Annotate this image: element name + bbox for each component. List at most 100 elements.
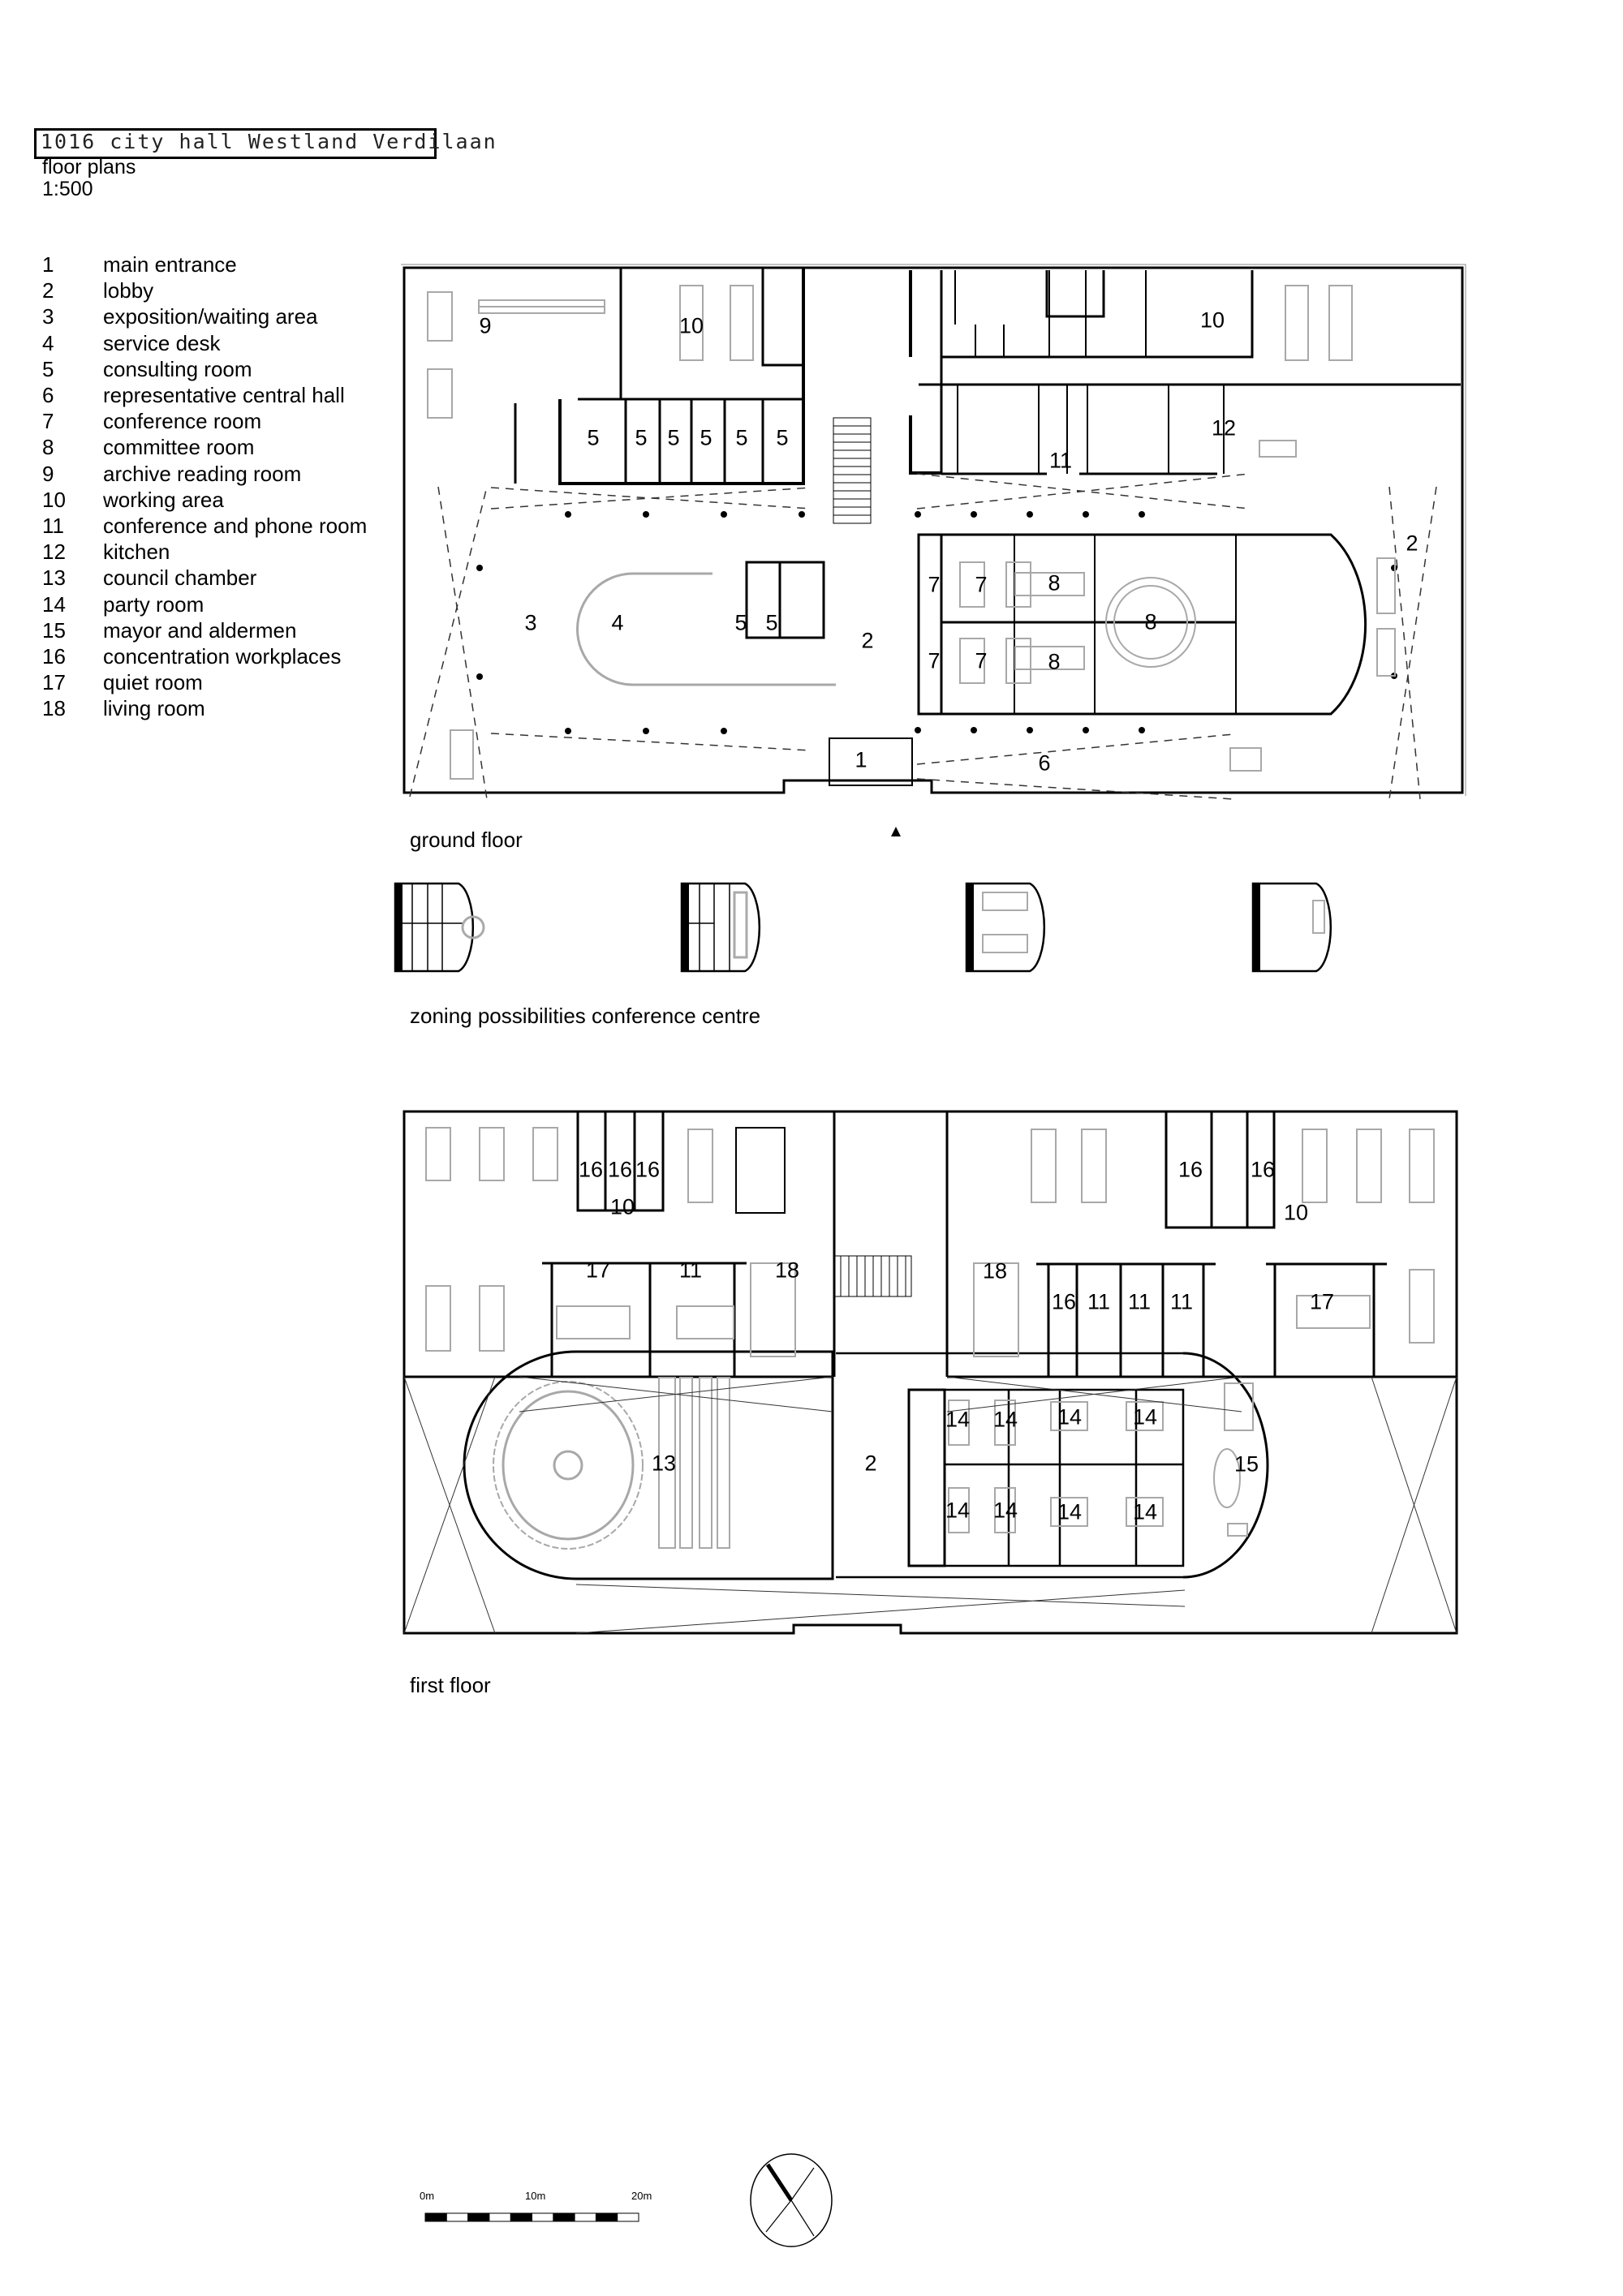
legend-number: 3 [42,304,54,329]
legend-item: 12 kitchen [42,539,367,565]
legend-number: 8 [42,435,54,460]
first-floor-caption: first floor [410,1673,491,1697]
room-number-label: 14 [945,1407,971,1432]
sheet-subtitle: floor plans [42,156,136,178]
room-number-label: 6 [1038,750,1051,776]
drawing-scale: 1:500 [42,178,93,200]
room-number-label: 5 [734,610,747,635]
room-number-label: 11 [1087,1289,1111,1314]
legend-item: 13 council chamber [42,565,367,591]
legend-item: 15 mayor and aldermen [42,617,367,643]
room-number-label: 14 [945,1498,971,1523]
room-number-label: 14 [1132,1404,1158,1430]
entrance-arrow-icon [891,827,901,836]
room-number-label: 16 [1250,1157,1276,1182]
legend-item: 9 archive reading room [42,461,367,487]
scale-label-20: 20m [631,2190,652,2202]
room-number-label: 14 [1132,1499,1158,1524]
legend-number: 12 [42,540,66,565]
room-number-label: 18 [774,1258,800,1283]
legend-number: 18 [42,696,66,721]
legend-label: mayor and aldermen [103,617,297,643]
room-number-label: 5 [776,425,789,450]
legend-item: 7 conference room [42,408,367,434]
legend-label: service desk [103,330,221,355]
legend-number: 10 [42,487,66,512]
room-number-label: 9 [479,313,492,338]
room-number-label: 17 [1309,1289,1335,1314]
legend-label: consulting room [103,356,252,381]
room-number-label: 14 [1057,1404,1083,1430]
room-number-label: 16 [1051,1289,1077,1314]
legend-label: council chamber [103,565,257,591]
zoning-variant-1 [394,882,485,973]
legend-number: 7 [42,409,54,434]
room-number-label: 17 [585,1258,611,1283]
room-number-label: 8 [1144,609,1157,634]
room-number-label: 12 [1211,415,1237,441]
legend-label: conference room [103,409,262,434]
zoning-caption: zoning possibilities conference centre [410,1004,761,1028]
room-number-label: 1 [855,747,867,772]
legend-number: 15 [42,617,66,643]
legend-item: 6 representative central hall [42,382,367,408]
room-number-label: 16 [635,1157,661,1182]
zoning-variant-3 [965,882,1046,973]
first-floor-plan [403,1110,1458,1635]
legend-label: kitchen [103,540,170,565]
north-arrow-icon [750,2153,833,2247]
legend-label: working area [103,487,224,512]
room-number-label: 5 [587,425,600,450]
legend-label: representative central hall [103,383,345,408]
room-number-label: 11 [678,1258,703,1283]
room-number-label: 5 [735,425,748,450]
legend-label: living room [103,696,205,721]
legend-number: 5 [42,356,54,381]
sheet-title: 1016 city hall Westland Verdilaan [41,130,497,153]
room-number-label: 5 [700,425,712,450]
legend-number: 9 [42,461,54,486]
room-number-label: 5 [765,610,778,635]
scale-label-0: 0m [420,2190,435,2202]
legend-label: archive reading room [103,461,302,486]
room-number-label: 4 [611,610,624,635]
room-number-label: 2 [861,628,874,653]
room-number-label: 5 [667,425,680,450]
room-number-label: 5 [635,425,648,450]
room-number-label: 16 [578,1157,604,1182]
ground-floor-caption: ground floor [410,828,523,852]
zoning-variant-2 [680,882,761,973]
legend-number: 11 [42,514,64,539]
legend-label: committee room [103,435,255,460]
room-number-label: 11 [1127,1289,1152,1314]
legend-number: 6 [42,383,54,408]
legend-label: party room [103,591,204,617]
legend-number: 16 [42,644,66,669]
room-number-label: 10 [1283,1200,1309,1225]
room-number-label: 11 [1048,448,1073,473]
legend-number: 1 [42,252,54,277]
room-number-label: 13 [651,1451,677,1476]
room-number-label: 11 [1169,1289,1194,1314]
legend-number: 14 [42,591,66,617]
room-number-label: 10 [1199,307,1225,333]
legend-item: 10 working area [42,487,367,513]
room-number-label: 7 [928,648,941,673]
conference-zoning-diagrams [394,882,1332,973]
room-number-label: 15 [1233,1451,1259,1477]
room-number-label: 18 [982,1258,1008,1283]
room-number-label: 8 [1048,649,1061,674]
room-number-label: 3 [524,610,537,635]
legend-item: 3 exposition/waiting area [42,303,367,329]
legend-label: exposition/waiting area [103,304,318,329]
legend-item: 14 party room [42,591,367,617]
room-number-label: 8 [1048,570,1061,595]
legend-label: main entrance [103,252,237,277]
legend-number: 13 [42,565,66,591]
legend-label: quiet room [103,670,203,695]
